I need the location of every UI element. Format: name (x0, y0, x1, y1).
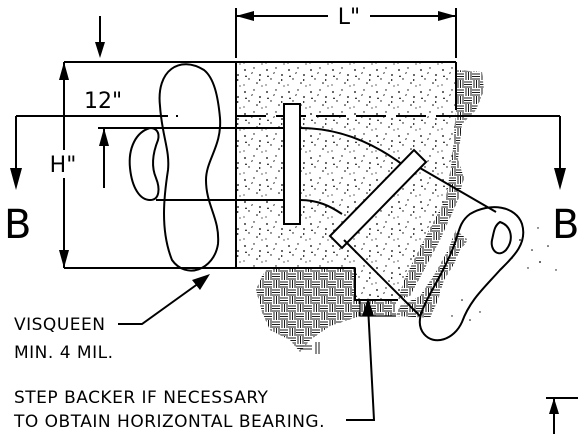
pipe-horizontal (156, 127, 288, 201)
note-step-backer: STEP BACKER IF NECESSARY (14, 388, 269, 408)
dimension-depth-label: 12" (84, 89, 122, 114)
pipe-diagonal (343, 167, 525, 342)
section-mark-partial (546, 397, 578, 434)
dimension-top-depth (64, 16, 236, 63)
dimension-length (235, 8, 457, 58)
note-visqueen-min: MIN. 4 MIL. (14, 343, 113, 363)
note-step-backer-bearing: TO OBTAIN HORIZONTAL BEARING. (13, 412, 325, 432)
flange-vertical (283, 103, 301, 225)
section-mark-left: B (4, 202, 31, 248)
step-backer-leader (346, 298, 376, 421)
visqueen-leader (118, 274, 210, 325)
concrete-spatter (451, 227, 557, 321)
section-cut-line (10, 115, 566, 190)
dimension-length-label: L" (338, 5, 360, 30)
flange-diagonal (328, 148, 428, 250)
left-pipe-break (128, 63, 222, 272)
section-mark-right: B (552, 202, 578, 248)
dimension-height-label: H" (50, 153, 77, 178)
note-visqueen: VISQUEEN (14, 315, 105, 335)
